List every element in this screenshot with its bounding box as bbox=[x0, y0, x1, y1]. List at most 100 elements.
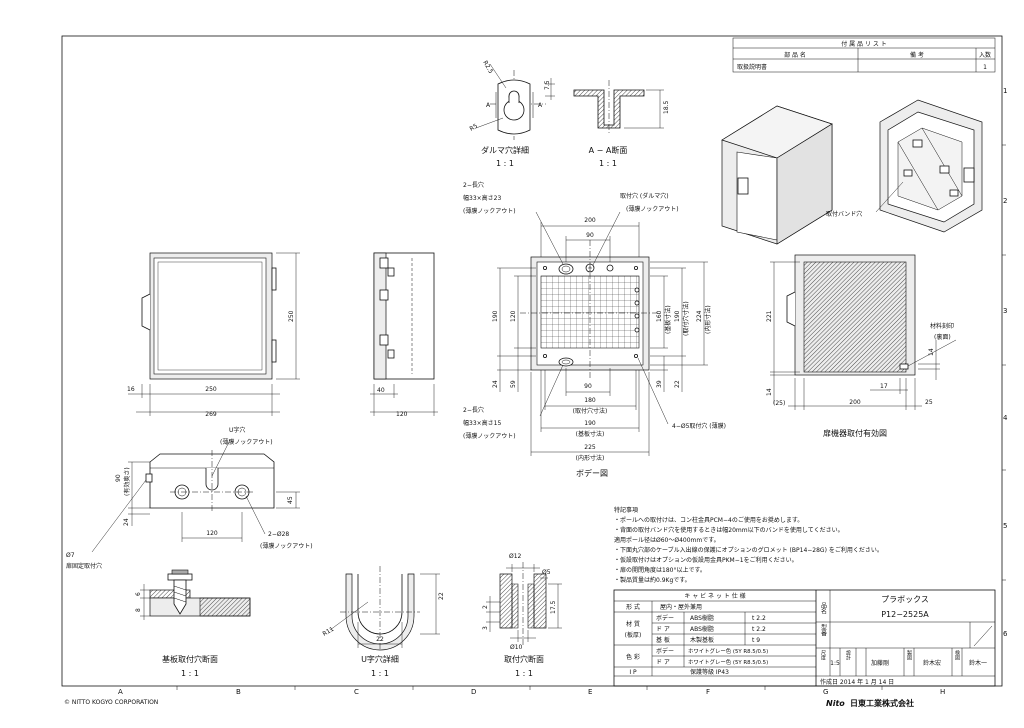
mount-dim-2: 2 bbox=[482, 605, 489, 609]
keyhole-title: ダルマ穴詳細 bbox=[481, 145, 529, 155]
body-dim-225-label: (内形寸法) bbox=[576, 454, 605, 462]
spec-material-part-3: 基 板 bbox=[656, 636, 670, 644]
border-number-6: 6 bbox=[1003, 630, 1008, 638]
front-view-drawing bbox=[128, 252, 300, 416]
body-slot-bottom-knockout: (薄膜ノックアウト) bbox=[463, 432, 516, 440]
mount-dim-d12: Ø12 bbox=[509, 553, 522, 560]
spec-material-value-2: ABS樹脂 bbox=[690, 625, 714, 633]
border-letter-g: G bbox=[823, 688, 828, 696]
side-dim-40: 40 bbox=[377, 387, 385, 394]
border-number-3: 3 bbox=[1003, 307, 1007, 315]
panel-effective-area-drawing bbox=[770, 254, 957, 410]
body-dim-190-bottom-label: (基板寸法) bbox=[576, 430, 605, 438]
title-design-label: 設計 bbox=[845, 649, 851, 661]
board-dim-6: 6 bbox=[135, 592, 142, 596]
border-letter-e: E bbox=[588, 688, 592, 696]
body-dim-24: 24 bbox=[492, 380, 499, 388]
body-dim-190-right: 190 bbox=[674, 310, 681, 322]
spec-color-part-2: ド ア bbox=[656, 659, 670, 666]
keyhole-dim-7-5: 7.5 bbox=[544, 80, 551, 90]
spec-color-value-1: ホワイトグレー色 (5Y R8.5/0.5) bbox=[688, 647, 768, 655]
body-dim-120: 120 bbox=[510, 310, 517, 322]
body-dim-160: 160 bbox=[656, 310, 663, 322]
body-dim-180: 180 bbox=[584, 397, 596, 404]
spec-material-value-1: ABS樹脂 bbox=[690, 614, 714, 622]
front-dim-250-w: 250 bbox=[205, 386, 217, 393]
spec-title: キ ャ ビ ネ ッ ト 仕 様 bbox=[684, 592, 745, 600]
section-aa-scale: 1 : 1 bbox=[599, 159, 617, 168]
iso-band-hole-label: 取付バンド穴 bbox=[826, 210, 862, 218]
body-dim-160-label: (基板寸法) bbox=[664, 305, 672, 334]
accessory-col-qty: 入数 bbox=[979, 51, 991, 59]
front-dim-16: 16 bbox=[127, 386, 135, 393]
title-scale-value: 1:5 bbox=[830, 660, 840, 667]
body-dim-39: 39 bbox=[656, 380, 663, 388]
keyhole-r-small: R2.5 bbox=[481, 60, 494, 76]
keyhole-sec-a-right: A bbox=[538, 102, 543, 109]
notes-line-6: ・扉の開閉角度は180°以上です。 bbox=[614, 566, 706, 574]
panel-dim-14-right: 14 bbox=[928, 348, 935, 356]
isometric-front-view bbox=[721, 105, 833, 245]
border-letter-h: H bbox=[940, 688, 945, 696]
spec-material-part-2: ド ア bbox=[656, 626, 670, 633]
body-dim-190-left: 190 bbox=[492, 310, 499, 322]
border-letter-b: B bbox=[236, 688, 241, 696]
border-number-5: 5 bbox=[1003, 522, 1007, 530]
keyhole-scale: 1 : 1 bbox=[496, 159, 514, 168]
body-slot-top-label: 2−長穴 bbox=[463, 181, 484, 189]
board-section-scale: 1 : 1 bbox=[181, 669, 199, 678]
front-dim-269: 269 bbox=[205, 411, 217, 418]
panel-view-title: 扉機器取付有効図 bbox=[823, 428, 887, 438]
body-slot-top-size: 幅33×高さ23 bbox=[463, 194, 501, 202]
spec-material-label: 材 質 bbox=[626, 620, 640, 628]
notes-line-7: ・製品質量は約0.9Kgです。 bbox=[614, 576, 691, 584]
body-dim-59: 59 bbox=[510, 380, 517, 388]
body-dim-225: 225 bbox=[584, 444, 596, 451]
copyright: © NITTO KOGYO CORPORATION bbox=[64, 699, 158, 706]
title-check-label: 検図 bbox=[954, 649, 960, 661]
bottom-view-drawing bbox=[91, 439, 300, 553]
u-dim-22-w: 22 bbox=[376, 636, 384, 643]
body-dim-22: 22 bbox=[674, 380, 681, 388]
accessory-col-part: 部 品 名 bbox=[784, 51, 806, 59]
side-view-drawing bbox=[370, 252, 438, 416]
company-logo: Nito bbox=[826, 699, 845, 708]
notes-line-1: ・ポールへの取付けは、コン柱金具PCM−4のご使用をお奨めします。 bbox=[614, 516, 803, 524]
mount-dim-d10: Ø10 bbox=[510, 644, 523, 651]
accessory-list-title: 付 属 品 リ ス ト bbox=[841, 40, 887, 48]
border-number-1: 1 bbox=[1003, 87, 1007, 95]
accessory-row-part: 取扱説明書 bbox=[737, 63, 767, 71]
u-dim-22-h: 22 bbox=[438, 592, 445, 600]
border-letter-d: D bbox=[471, 688, 476, 696]
accessory-col-remarks: 備 考 bbox=[910, 51, 924, 59]
title-draw-label: 製図 bbox=[906, 649, 912, 661]
mount-dim-17-5: 17.5 bbox=[550, 600, 557, 614]
spec-title-block-grid bbox=[613, 589, 996, 687]
body-mount-hole-label: 取付穴 (ダルマ穴) bbox=[620, 192, 669, 200]
bottom-dim-24: 24 bbox=[123, 518, 130, 526]
board-section-drawing bbox=[140, 569, 251, 620]
title-designer: 加藤剛 bbox=[871, 659, 889, 667]
section-aa-drawing bbox=[573, 80, 664, 135]
body-mount-hole-knockout: (薄膜ノックアウト) bbox=[626, 205, 679, 213]
section-aa-title: A − A断面 bbox=[589, 145, 628, 155]
mount-section-title: 取付穴断面 bbox=[504, 654, 544, 664]
bottom-u-hole-knockout: (薄膜ノックアウト) bbox=[220, 438, 273, 446]
accessory-row-qty: 1 bbox=[983, 64, 987, 71]
body-dim-180-label: (取付穴寸法) bbox=[573, 407, 608, 415]
spec-ip-value: 保護等級 IP43 bbox=[690, 668, 729, 676]
isometric-rear-view bbox=[875, 99, 983, 233]
body-dim-90-bottom: 90 bbox=[584, 383, 592, 390]
sheet-border bbox=[61, 35, 1003, 687]
title-product-model: P12−2525A bbox=[881, 610, 929, 619]
bottom-dim-90: 90 bbox=[115, 474, 122, 482]
title-name-label: 品名 bbox=[820, 602, 827, 615]
side-dim-120: 120 bbox=[396, 411, 408, 418]
bottom-dim-90-label: (有効奥さ) bbox=[123, 467, 131, 496]
accessory-list-table bbox=[732, 37, 996, 73]
border-number-4: 4 bbox=[1003, 414, 1008, 422]
border-letter-c: C bbox=[354, 688, 359, 696]
border-letter-f: F bbox=[706, 688, 710, 696]
